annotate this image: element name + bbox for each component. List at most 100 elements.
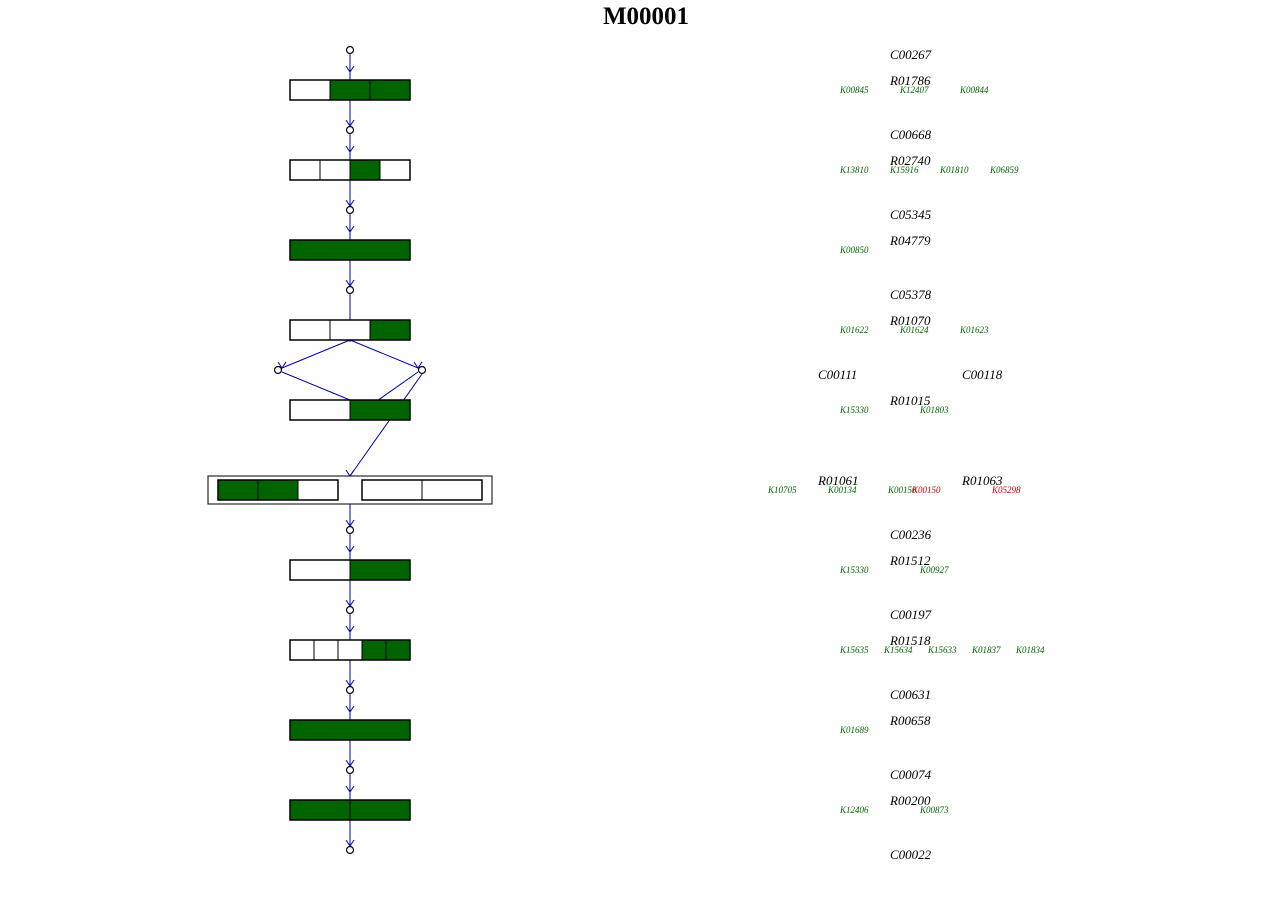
ko-label: K12406 (839, 805, 869, 815)
reaction-box-outline (289, 159, 411, 181)
ko-label: K01803 (919, 405, 949, 415)
compound-node (345, 845, 355, 855)
ko-label: K15633 (927, 645, 957, 655)
compound-node (345, 285, 355, 295)
reaction-box-R01063 (361, 479, 483, 501)
ko-label: K01834 (1015, 645, 1045, 655)
reaction-box-outline (361, 479, 483, 501)
ko-label: K00850 (839, 245, 869, 255)
compound-node (345, 685, 355, 695)
reaction-label: R01063 (961, 473, 1003, 488)
ko-label: K01622 (839, 325, 869, 335)
ko-label: K01837 (971, 645, 1001, 655)
reaction-box-R01070 (289, 319, 411, 341)
compound-label: C00111 (818, 367, 857, 382)
reaction-label: R01786 (889, 73, 931, 88)
reaction-label: R01061 (817, 473, 858, 488)
module-title: M00001 (603, 3, 689, 30)
reaction-box-outline (217, 479, 339, 501)
compound-label: C00197 (890, 607, 932, 622)
ko-cell-K05298 (421, 479, 483, 501)
ko-label: K00927 (919, 565, 949, 575)
reaction-label: R00200 (889, 793, 931, 808)
arrow-head (345, 625, 355, 633)
ko-label: K13810 (839, 165, 869, 175)
ko-label: K00873 (919, 805, 949, 815)
ko-cell-K01624 (329, 319, 371, 341)
reaction-box-R01512 (289, 559, 411, 581)
arrow-head (345, 469, 355, 477)
ko-cell-K00927 (349, 559, 411, 581)
ko-label: K01624 (899, 325, 929, 335)
ko-label: K01689 (839, 725, 869, 735)
ko-cell-K01623 (369, 319, 411, 341)
reaction-label: R02740 (889, 153, 931, 168)
arrow-head (345, 65, 355, 73)
ko-cell-K00150 (297, 479, 339, 501)
ko-label: K01623 (959, 325, 989, 335)
reaction-box-R01061 (217, 479, 339, 501)
arrow-head (345, 785, 355, 793)
arrow-head (345, 705, 355, 713)
compound-label: C05378 (890, 287, 932, 302)
reaction-box-outline (289, 399, 411, 421)
ko-cell-K10705 (217, 479, 259, 501)
ko-cell-K13810 (289, 159, 321, 181)
ko-cell-K00131 (361, 479, 423, 501)
branch-edge (349, 339, 419, 369)
compound-label: C00236 (890, 527, 932, 542)
ko-cell-K00844 (369, 79, 411, 101)
reaction-box-R02740 (289, 159, 411, 181)
ko-label: K12407 (899, 85, 929, 95)
reaction-label: R01070 (889, 313, 931, 328)
compound-node (417, 365, 427, 375)
reaction-label: R04779 (889, 233, 931, 248)
compound-nodes (273, 45, 427, 855)
compound-node (345, 45, 355, 55)
ko-label: K00150 (911, 485, 941, 495)
arrow-head (345, 545, 355, 553)
compound-label: C05345 (890, 207, 932, 222)
ko-label: K06859 (989, 165, 1019, 175)
ko-label: K15916 (889, 165, 919, 175)
reaction-label: R00658 (889, 713, 931, 728)
reaction-label: R01015 (889, 393, 931, 408)
reaction-box-outline (289, 559, 411, 581)
ko-label: K00134 (827, 485, 857, 495)
ko-cell-K15634 (313, 639, 339, 661)
arrow-head (413, 361, 423, 369)
ko-cell-K15635 (289, 639, 315, 661)
compound-label: C00668 (890, 127, 932, 142)
reaction-box-outline (289, 79, 411, 101)
ko-cell-K15330 (289, 399, 351, 421)
ko-cell-K00873 (349, 799, 411, 821)
compound-node (345, 125, 355, 135)
ko-cell-K06859 (379, 159, 411, 181)
ko-cell-K15330 (289, 559, 351, 581)
ko-cell-K00850 (289, 239, 411, 261)
ko-cell-K00134 (257, 479, 299, 501)
reaction-boxes (207, 79, 493, 821)
ko-label: K15635 (839, 645, 869, 655)
compound-label: C00631 (890, 687, 931, 702)
ko-label: K00844 (959, 85, 989, 95)
ko-label: K15330 (839, 565, 869, 575)
arrow-head (345, 145, 355, 153)
reaction-box-outline (289, 639, 411, 661)
arrow-head (277, 361, 287, 369)
arrow-head (345, 225, 355, 233)
ko-cell-K12407 (329, 79, 371, 101)
ko-cell-K12406 (289, 799, 351, 821)
ko-cell-K00845 (289, 79, 331, 101)
ko-cell-K01810 (349, 159, 381, 181)
reaction-box-R00200 (289, 799, 411, 821)
reaction-box-outline (289, 799, 411, 821)
reaction-box-outline (289, 319, 411, 341)
ko-cell-K01837 (361, 639, 387, 661)
reaction-box-R01015 (289, 399, 411, 421)
ko-label: K05298 (991, 485, 1021, 495)
compound-label: C00118 (962, 367, 1003, 382)
compound-node (273, 365, 283, 375)
compound-node (345, 205, 355, 215)
